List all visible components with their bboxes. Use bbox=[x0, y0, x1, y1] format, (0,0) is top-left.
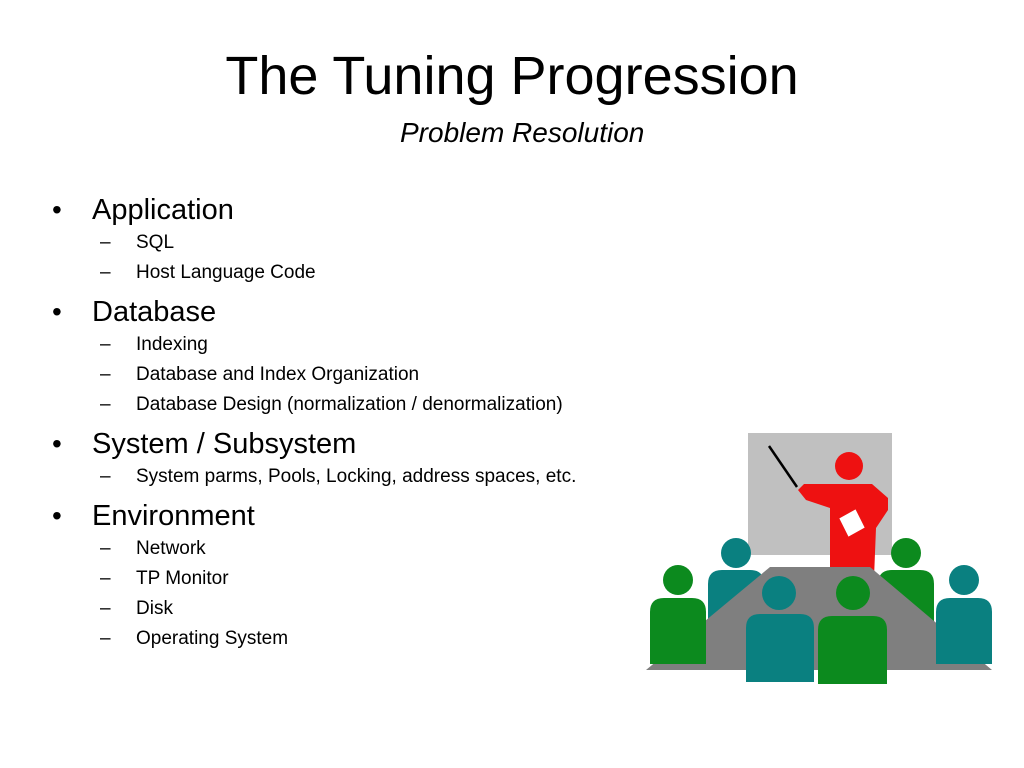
dash-marker: – bbox=[100, 538, 111, 559]
bullet-marker: • bbox=[52, 428, 62, 459]
dash-marker: – bbox=[100, 628, 111, 649]
bullet-label: Application bbox=[92, 194, 234, 226]
audience-person bbox=[936, 565, 992, 664]
bullet-label: Environment bbox=[92, 500, 255, 532]
dash-marker: – bbox=[100, 568, 111, 589]
meeting-table bbox=[646, 567, 992, 670]
dash-marker: – bbox=[100, 232, 111, 253]
sub-item-label: System parms, Pools, Locking, address sp… bbox=[136, 466, 577, 487]
sub-item-label: SQL bbox=[136, 232, 175, 253]
dash-marker: – bbox=[100, 262, 111, 283]
audience-person bbox=[650, 565, 706, 664]
bullet-item: • Environment – Network – TP Monitor – Disk… bbox=[52, 498, 652, 654]
sub-list: – System parms, Pools, Locking, address s… bbox=[52, 462, 652, 492]
dash-marker: – bbox=[100, 364, 111, 385]
sub-list: – Indexing – Database and Index Organizati… bbox=[52, 330, 652, 420]
sub-item-label: Host Language Code bbox=[136, 262, 316, 283]
dash-marker: – bbox=[100, 598, 111, 619]
sub-item: – TP Monitor bbox=[100, 564, 652, 594]
bullet-label: System / Subsystem bbox=[92, 428, 357, 460]
slide-subtitle: Problem Resolution bbox=[400, 117, 645, 148]
audience-person bbox=[818, 576, 887, 684]
dash-marker: – bbox=[100, 466, 111, 487]
meeting-clipart bbox=[646, 433, 992, 684]
paper-sheet bbox=[836, 506, 868, 540]
sub-item-label: Database Design (normalization / denorma… bbox=[136, 394, 563, 415]
sub-item-label: Database and Index Organization bbox=[136, 364, 420, 385]
presenter-figure bbox=[798, 452, 888, 578]
dash-marker: – bbox=[100, 334, 111, 355]
bullet-item: • System / Subsystem – System parms, Pool… bbox=[52, 426, 652, 492]
sub-item: – Database Design (normalization / denorm… bbox=[100, 390, 652, 420]
bullet-list: • Application – SQL – Host Language Code •… bbox=[52, 192, 652, 660]
bullet-item: • Application – SQL – Host Language Code bbox=[52, 192, 652, 288]
sub-list: – Network – TP Monitor – Disk – Operating Sy… bbox=[52, 534, 652, 654]
dash-marker: – bbox=[100, 394, 111, 415]
bullet-item: • Database – Indexing – Database and Index… bbox=[52, 294, 652, 420]
sub-item-label: Disk bbox=[136, 598, 173, 619]
sub-list: – SQL – Host Language Code bbox=[52, 228, 652, 288]
sub-item: – Disk bbox=[100, 594, 652, 624]
sub-item: – SQL bbox=[100, 228, 652, 258]
sub-item: – Indexing bbox=[100, 330, 652, 360]
pointer-stick bbox=[767, 445, 799, 488]
bullet-label: Database bbox=[92, 296, 217, 328]
sub-item: – Host Language Code bbox=[100, 258, 652, 288]
bullet-marker: • bbox=[52, 296, 62, 327]
slide-title: The Tuning Progression bbox=[225, 46, 799, 106]
sub-item: – Database and Index Organization bbox=[100, 360, 652, 390]
sub-item-label: Network bbox=[136, 538, 206, 559]
bullet-marker: • bbox=[52, 194, 62, 225]
bullet-marker: • bbox=[52, 500, 62, 531]
audience-person bbox=[746, 576, 814, 682]
sub-item: – System parms, Pools, Locking, address s… bbox=[100, 462, 652, 492]
sub-item: – Network bbox=[100, 534, 652, 564]
sub-item-label: TP Monitor bbox=[136, 568, 229, 589]
sub-item-label: Operating System bbox=[136, 628, 289, 649]
sub-item: – Operating System bbox=[100, 624, 652, 654]
sub-item-label: Indexing bbox=[136, 334, 208, 355]
